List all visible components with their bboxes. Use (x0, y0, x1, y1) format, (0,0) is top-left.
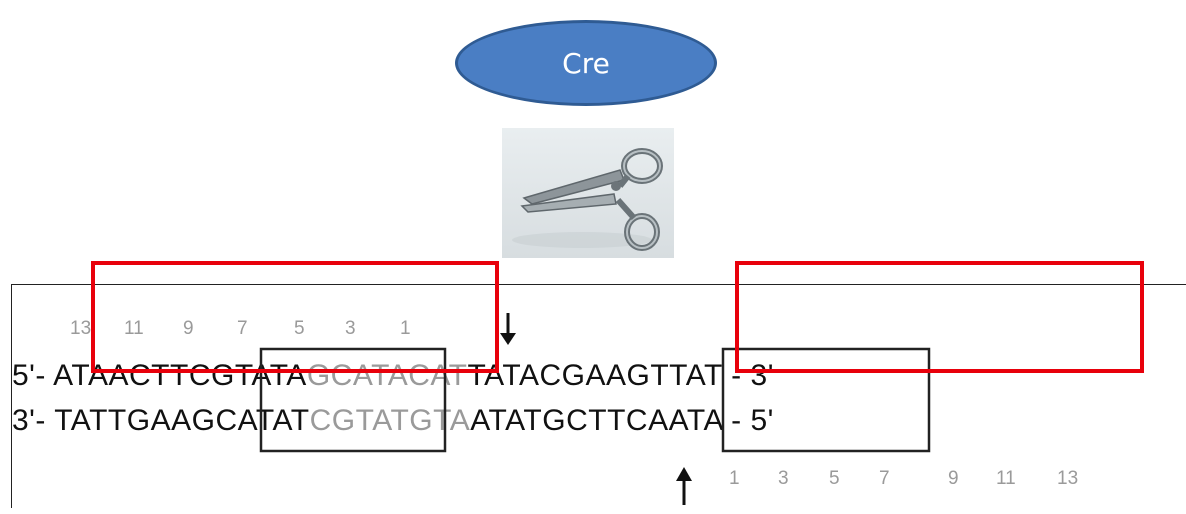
top-right-box: TATACGA (468, 359, 607, 392)
cre-enzyme-ellipse: Cre (455, 20, 717, 106)
cre-label: Cre (562, 46, 610, 80)
top-number: 13 (70, 318, 91, 339)
top-spacer: GCATACAT (307, 359, 468, 392)
top-suffix: - 3' (722, 359, 774, 392)
top-numbering: 13 11 9 7 5 3 1 (70, 318, 411, 339)
bottom-right-box: ATATGCT (470, 404, 607, 437)
right-inverted-repeat-box (721, 347, 931, 453)
bottom-number: 11 (996, 468, 1016, 489)
top-number: 9 (183, 318, 194, 339)
bottom-prefix: 3'- (12, 404, 54, 437)
sequence-panel: 13 11 9 7 5 3 1 5'- ATAACTTCGTATAGCATACA… (11, 284, 1186, 508)
top-cleavage-arrow (500, 313, 516, 345)
bottom-suffix: - 5' (722, 404, 774, 437)
bottom-number: 7 (879, 468, 890, 489)
top-number: 5 (294, 318, 305, 339)
bottom-left-arm: TATTGA (54, 404, 171, 437)
top-right-arm: AGTTAT (606, 359, 722, 392)
bottom-number: 13 (1057, 468, 1078, 489)
bottom-number: 3 (778, 468, 789, 489)
bottom-cleavage-arrow (676, 467, 692, 505)
loxp-sequence-diagram: 13 11 9 7 5 3 1 5'- ATAACTTCGTATAGCATACA… (12, 313, 1078, 505)
bottom-number: 1 (729, 468, 740, 489)
bottom-right-arm: TCAATA (607, 404, 723, 437)
scissors-image (502, 128, 674, 258)
bottom-number: 9 (948, 468, 959, 489)
right-highlight-box (735, 261, 1144, 373)
top-prefix: 5'- (12, 359, 53, 392)
scissors-icon (512, 148, 663, 251)
bottom-strand: 3'- TATTGAAGCATATCGTATGTAATATGCTTCAATA -… (12, 404, 774, 437)
top-number: 1 (400, 318, 411, 339)
left-highlight-box (91, 261, 499, 373)
bottom-numbering: 1 3 5 7 9 11 13 (729, 468, 1078, 489)
top-left-box: TCGTATA (170, 359, 307, 392)
left-inverted-repeat-box (259, 347, 447, 453)
top-number: 7 (237, 318, 248, 339)
top-left-arm: ATAACT (53, 359, 170, 392)
top-strand: 5'- ATAACTTCGTATAGCATACATTATACGAAGTTAT -… (12, 359, 774, 392)
top-number: 11 (124, 318, 144, 339)
bottom-number: 5 (829, 468, 840, 489)
top-number: 3 (345, 318, 356, 339)
bottom-spacer: CGTATGTA (310, 404, 471, 437)
bottom-left-box: AGCATAT (171, 404, 310, 437)
